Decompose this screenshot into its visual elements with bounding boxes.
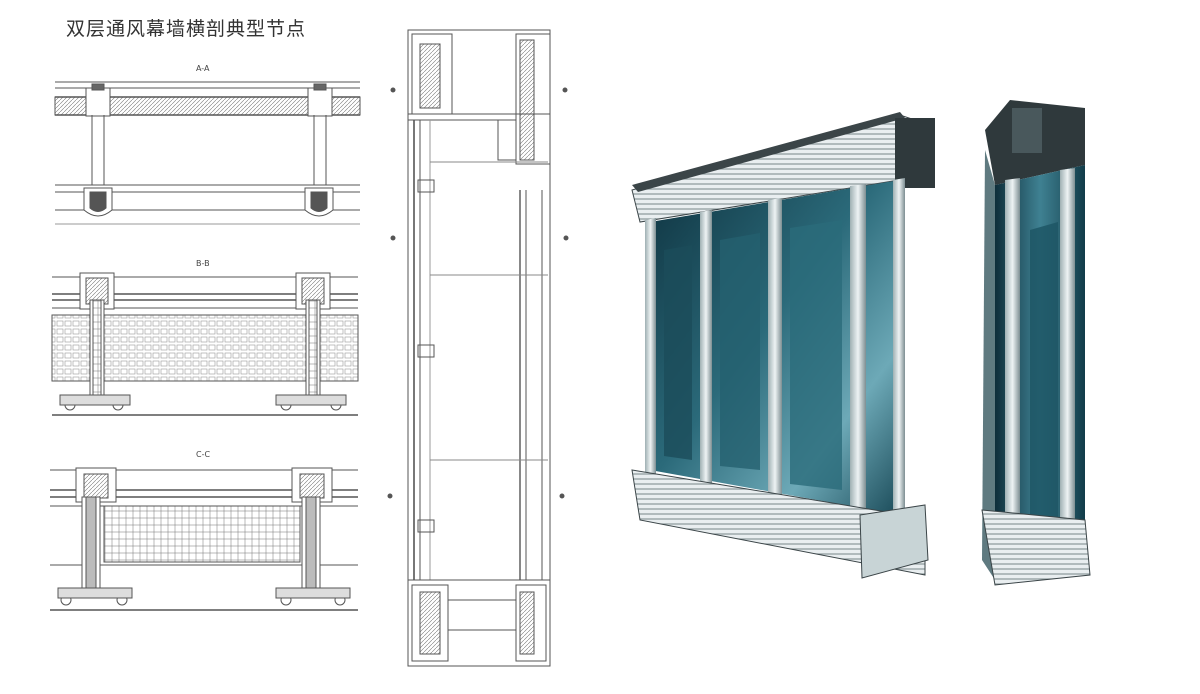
facade-module-3d: [631, 112, 935, 579]
facade-module-narrow-3d: [981, 100, 1091, 586]
section-label-a: A-A: [196, 64, 210, 73]
vertical-section-drawing: [387, 29, 569, 667]
section-label-c: C-C: [196, 450, 211, 459]
section-b-drawing: [51, 272, 359, 416]
section-c-drawing: [50, 467, 358, 611]
section-label-b: B-B: [196, 259, 210, 268]
section-a-drawing: [54, 81, 361, 225]
drawing-title: 双层通风幕墙横剖典型节点: [66, 18, 307, 40]
